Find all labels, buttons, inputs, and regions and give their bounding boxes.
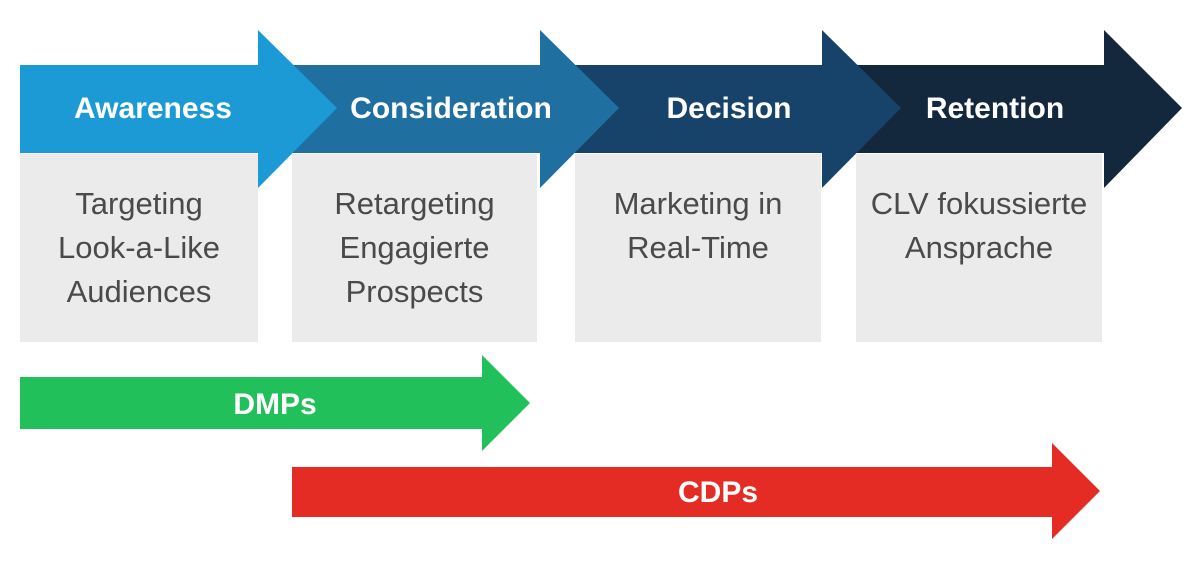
card-text-line: Audiences <box>66 274 212 309</box>
stage-label-awareness: Awareness <box>74 92 232 125</box>
stage-label-retention: Retention <box>926 92 1064 125</box>
card-text-line: Look-a-Like <box>58 230 220 265</box>
card-text-line: Engagierte <box>339 230 490 265</box>
stage-arrow-decision <box>575 30 901 188</box>
card-text-line: Targeting <box>75 186 203 221</box>
stage-arrow-awareness <box>20 30 337 188</box>
card-text-line: Marketing in <box>613 186 783 221</box>
stage-card-consideration: Retargeting Engagierte Prospects <box>292 154 537 342</box>
stage-card-decision: Marketing in Real-Time <box>575 154 821 342</box>
stage-card-awareness: Targeting Look-a-Like Audiences <box>20 154 258 342</box>
stage-label-consideration: Consideration <box>350 92 552 125</box>
cdp-arrow <box>292 443 1100 539</box>
stage-label-decision: Decision <box>666 92 791 125</box>
card-text-line: Retargeting <box>334 186 495 221</box>
card-text-line: Prospects <box>345 274 484 309</box>
card-text-line: Ansprache <box>904 230 1054 265</box>
card-text-line: Real-Time <box>627 230 769 265</box>
card-text-line: CLV fokussierte <box>870 186 1088 221</box>
dmp-arrow <box>20 355 530 451</box>
cdp-label: CDPs <box>678 476 758 509</box>
stage-arrow-retention <box>856 30 1182 188</box>
stage-arrow-consideration <box>292 30 619 188</box>
stage-card-retention: CLV fokussierte Ansprache <box>856 154 1102 342</box>
dmp-label: DMPs <box>233 388 316 421</box>
